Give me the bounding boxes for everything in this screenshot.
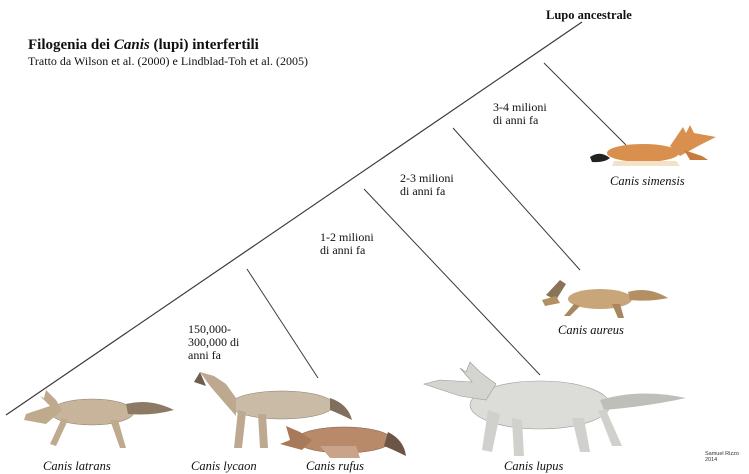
species-label-simensis: Canis simensis [610,174,685,189]
figure-subtitle: Tratto da Wilson et al. (2000) e Lindbla… [28,54,308,69]
canis-rufus-illustration [280,426,406,458]
species-label-lycaon: Canis lycaon [191,459,257,474]
species-label-aureus: Canis aureus [558,323,624,338]
canis-aureus-illustration [542,280,668,318]
branch-lycaon-rufus [247,269,318,378]
title-genus: Canis [114,37,150,53]
species-label-lupus: Canis lupus [504,459,563,474]
branch-lupus [364,189,540,375]
figure-title: Filogenia dei Canis (lupi) interfertili [28,37,259,54]
root-label: Lupo ancestrale [546,8,632,23]
branch-simensis [544,63,626,145]
canis-latrans-illustration [24,390,174,448]
species-label-rufus: Canis rufus [306,459,364,474]
canis-lupus-illustration [424,362,686,456]
canis-simensis-illustration [590,125,716,166]
species-label-latrans: Canis latrans [43,459,111,474]
branch-aureus [453,128,580,270]
tree-trunk [6,22,582,415]
